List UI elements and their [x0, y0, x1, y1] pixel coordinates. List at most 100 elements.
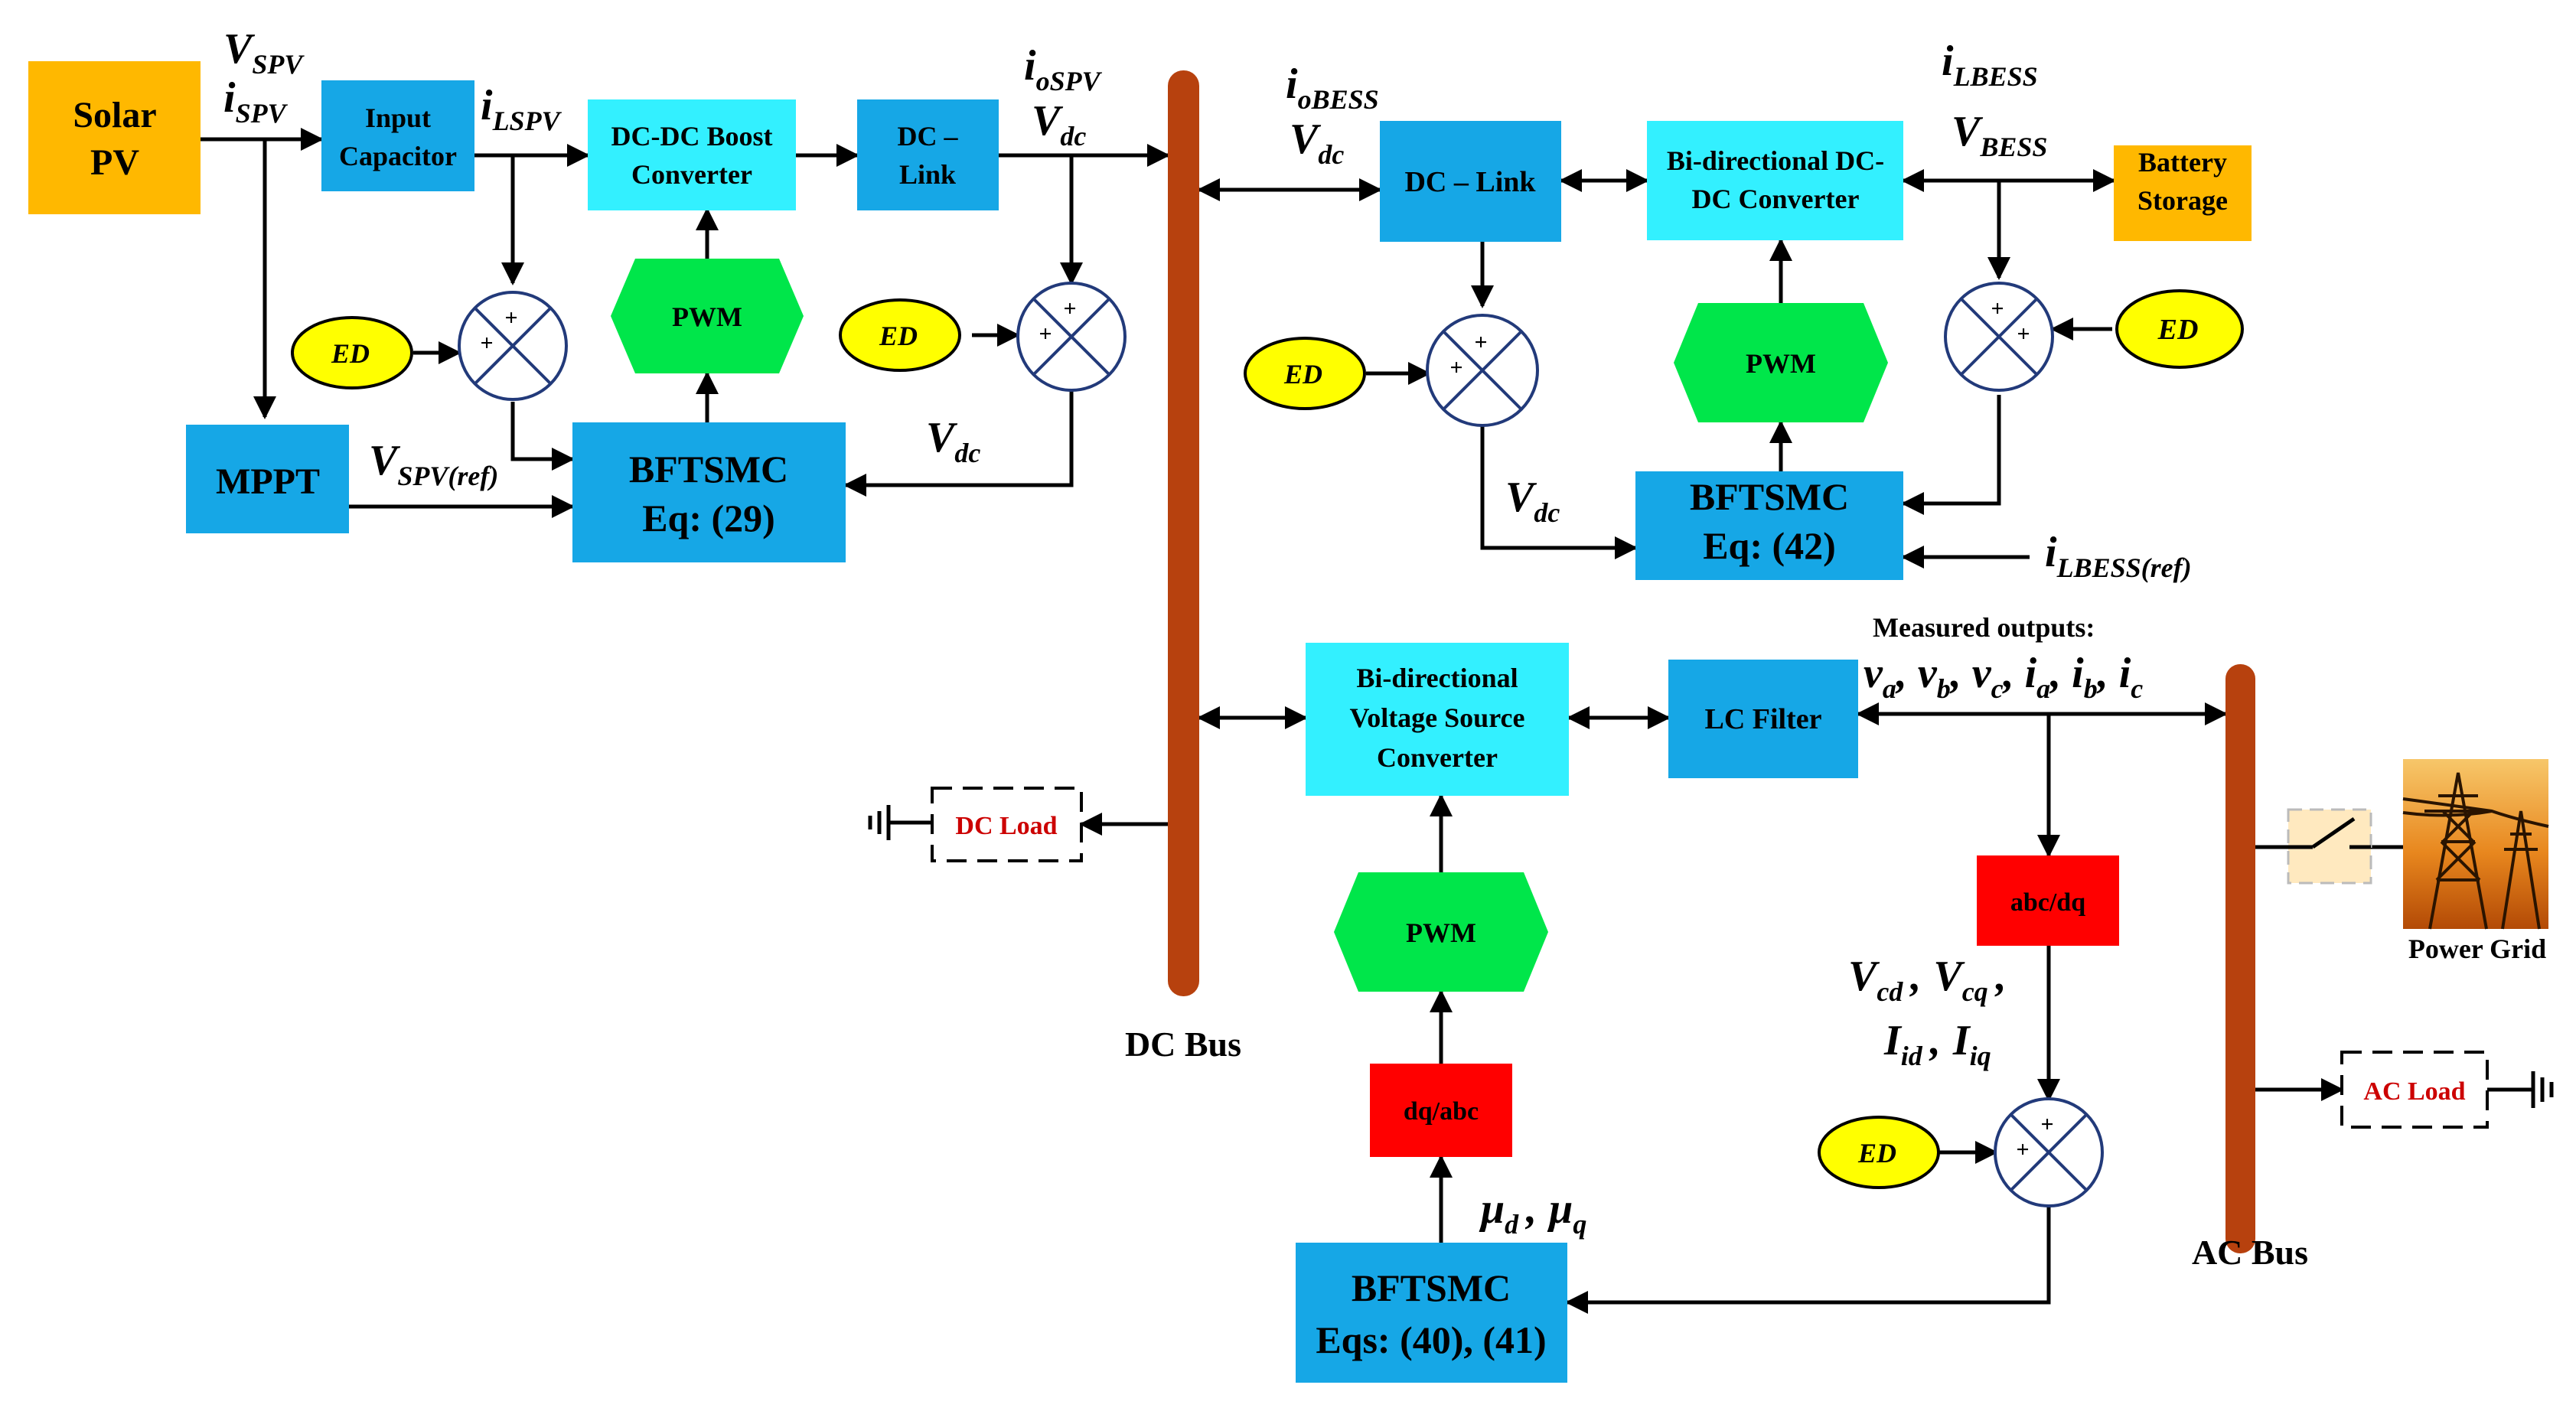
sum-junction-2: [1016, 282, 1127, 392]
i-spv-label: iSPV: [223, 74, 289, 129]
ed-label-5: ED: [1857, 1138, 1896, 1168]
dc-load-ground-icon: [868, 805, 891, 840]
ac-bus-bar: [2225, 664, 2255, 1253]
solar-pv-label-1: Solar: [73, 95, 156, 135]
dc-load-block: [931, 787, 1083, 862]
abc-dq-label: abc/dq: [2010, 888, 2085, 917]
sum5-plus-top: +: [2040, 1112, 2053, 1137]
input-capacitor-block: [321, 80, 474, 191]
solar-pv-label-2: PV: [90, 142, 139, 183]
dc-load-label: DC Load: [955, 812, 1057, 840]
ed-ellipses: [291, 289, 2244, 1189]
bftsmc-3-block: [1296, 1243, 1567, 1383]
vsc-label-1: Bi-directional: [1356, 663, 1518, 693]
v-spv-ref-label: VSPV(ref): [369, 437, 498, 491]
summing-junctions: [458, 282, 2104, 1207]
ed-label-3: ED: [1283, 359, 1322, 389]
bftsmc-1-label-1: BFTSMC: [629, 448, 788, 490]
sum3-plus-top: +: [1474, 330, 1487, 355]
mu-d-mu-q-label: μd,μq: [1479, 1185, 1586, 1240]
sum-junction-5: [1994, 1097, 2104, 1207]
dc-link-2-label: DC – Link: [1404, 166, 1536, 198]
vsc-label-2: Voltage Source: [1350, 702, 1525, 733]
pwm-1-label: PWM: [672, 301, 742, 332]
battery-label-2: Storage: [2137, 185, 2228, 216]
sum-junction-3: [1426, 314, 1539, 427]
bftsmc-3-label-2: Eqs: (40), (41): [1316, 1318, 1546, 1361]
ac-bus-label: AC Bus: [2192, 1233, 2308, 1272]
vcd-vcq-label: Vcd,Vcq,: [1848, 953, 2007, 1007]
wire-sum3-to-bftsmc2: [1480, 425, 1638, 559]
sum4-plus-right: +: [2017, 321, 2030, 347]
pwm-3-block: [1334, 872, 1548, 992]
iid-iiq-label: Iid,Iiq: [1883, 1017, 1991, 1071]
measured-outputs-signals: va,vb,vc,ia,ib,ic: [1864, 650, 2143, 704]
power-grid-label: Power Grid: [2408, 934, 2546, 964]
mppt-block: [186, 425, 349, 533]
bftsmc-2-block: [1635, 471, 1903, 580]
i-lbess-label: iLBESS: [1942, 37, 2038, 92]
boost-converter-label-1: DC-DC Boost: [611, 121, 773, 152]
wire-sum4-to-bftsmc2: [1901, 395, 2001, 515]
boost-converter-block: [588, 99, 796, 210]
lc-filter-label: LC Filter: [1704, 703, 1821, 735]
dq-abc-label: dq/abc: [1404, 1097, 1479, 1126]
sum5-plus-left: +: [2016, 1137, 2029, 1162]
i-lbess-ref-label: iLBESS(ref): [2045, 529, 2192, 583]
ed-ellipse-1: [291, 316, 413, 389]
connection-wires: [201, 128, 2533, 1314]
sum2-plus-top: +: [1063, 296, 1076, 321]
wire-sum1-to-bftsmc1: [510, 402, 575, 471]
bftsmc-2-label-1: BFTSMC: [1690, 475, 1849, 518]
sum2-plus-left: +: [1039, 321, 1052, 347]
bidir-dcdc-label-2: DC Converter: [1692, 184, 1860, 214]
bftsmc-3-label-1: BFTSMC: [1352, 1266, 1511, 1309]
i-ospv-label: ioSPV: [1024, 42, 1103, 96]
bftsmc-1-block: [572, 422, 846, 562]
bidir-dcdc-label-1: Bi-directional DC-: [1667, 145, 1884, 176]
v-dc-label-4: Vdc: [1505, 474, 1560, 528]
v-dc-label-2: Vdc: [926, 414, 980, 468]
abc-dq-block: [1977, 855, 2119, 946]
input-capacitor-label-1: Input: [365, 103, 431, 133]
ac-load-block: [2340, 1051, 2489, 1129]
vsc-block: [1306, 643, 1569, 796]
mppt-label: MPPT: [216, 461, 320, 502]
dq-abc-block: [1370, 1064, 1512, 1157]
ed-label-1: ED: [331, 338, 370, 369]
ed-ellipse-4: [2115, 289, 2244, 369]
v-spv-label: VSPV: [223, 25, 305, 80]
pwm-3-label: PWM: [1406, 917, 1476, 948]
sum-junction-1: [458, 291, 568, 401]
sum1-plus-top: +: [504, 305, 517, 331]
i-obess-label: ioBESS: [1286, 60, 1379, 115]
dc-link-1-label-2: Link: [899, 159, 956, 190]
solar-pv-block: [28, 61, 201, 214]
v-bess-label: VBESS: [1952, 108, 2047, 162]
ed-label-4: ED: [2157, 314, 2199, 346]
wire-sum2-to-bftsmc1: [843, 390, 1074, 497]
lc-filter-block: [1668, 660, 1858, 778]
ac-load-ground-icon: [2531, 1071, 2554, 1108]
wire-sum5-to-bftsmc3: [1565, 1206, 2051, 1314]
dc-link-1-label-1: DC –: [898, 121, 959, 152]
grid-switch-icon: [2287, 808, 2372, 885]
v-dc-label-1: Vdc: [1032, 97, 1086, 152]
ed-label-2: ED: [879, 321, 918, 351]
power-grid-tower-icon: [2402, 759, 2549, 930]
bftsmc-2-label-2: Eq: (42): [1703, 524, 1836, 567]
pwm-2-label: PWM: [1746, 348, 1816, 379]
pwm-2-block: [1674, 303, 1888, 422]
bidir-dcdc-block: [1647, 121, 1903, 240]
ed-ellipse-3: [1244, 337, 1366, 410]
dc-link-1-block: [857, 99, 999, 210]
sum4-plus-top: +: [1991, 296, 2004, 321]
battery-label-1: Battery: [2138, 147, 2227, 178]
sum3-plus-left: +: [1449, 355, 1462, 380]
i-lspv-label: iLSPV: [481, 82, 562, 136]
dc-link-2-block: [1380, 121, 1561, 242]
ac-load-label: AC Load: [2363, 1077, 2465, 1106]
vsc-label-3: Converter: [1377, 742, 1498, 773]
